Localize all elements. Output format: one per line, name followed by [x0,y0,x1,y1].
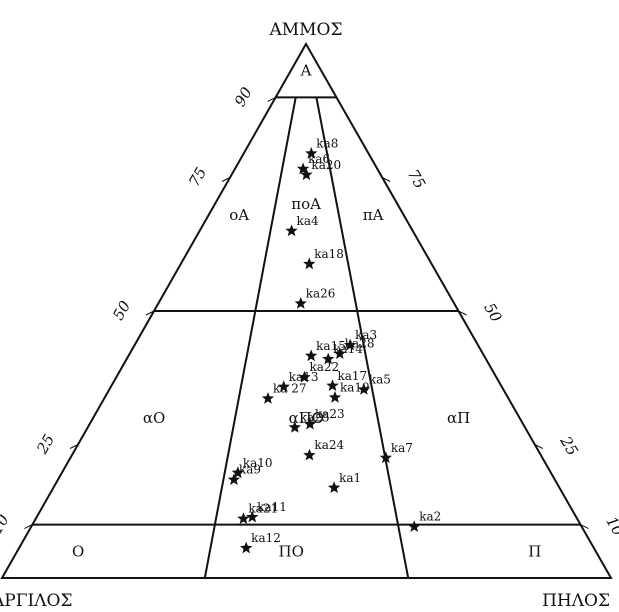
sample-point-star [240,541,253,554]
sample-point-star [288,420,301,433]
sample-point-star [285,224,298,237]
sample-point-label: ka24 [314,438,344,452]
sample-point-star [277,380,290,393]
sample-point-star [303,417,317,430]
region-label: αΟ [143,409,165,427]
region-label: πΑ [363,206,384,224]
sample-points: ka8ka6ka20ka4ka18ka26ka15ka14ka28ka3ka17… [227,136,441,554]
sample-point-label: ka25 [300,410,330,424]
sample-point-star [379,451,392,464]
sample-point-star [326,379,339,391]
sample-point-star [261,392,275,404]
right-tick-label: 75 [404,166,429,192]
left-tick-mark [145,310,155,316]
right-tick-mark [382,177,391,182]
sample-point-star [305,147,318,159]
corner-label-right: ΠΗΛΟΣ [542,591,610,611]
sample-point-star [357,383,371,395]
sample-point-star [227,473,241,485]
sample-point-star [231,466,245,479]
sample-point-label: ka21 [248,502,278,516]
sample-point-label: ka12 [251,531,281,545]
sample-point-label: ka1 [339,471,361,485]
sample-point-star [294,297,307,309]
sample-point-star [333,347,346,359]
sample-point-label: ka23 [315,407,345,421]
region-label: Α [300,62,312,80]
sample-point-label: ka 27 [273,382,307,396]
sample-point-label: ka7 [391,441,413,455]
sample-point-label: ka19 [340,381,370,395]
sample-point-label: ka2 [419,510,441,524]
right-tick-label: 25 [556,432,582,458]
left-tick-label: 50 [109,297,134,323]
left-tick-mark [69,444,79,449]
region-label: οΑ [229,206,249,224]
sample-point-label: ka13 [289,370,319,384]
left-tick-mark [221,177,231,182]
left-tick-label: 10 [0,511,13,537]
sample-point-star [327,481,341,493]
sample-point-label: ka11 [257,500,287,514]
corner-label-left: ΑΡΓΙΛΟΣ [0,591,72,611]
right-tick-mark [534,444,543,449]
sample-point-star [343,338,357,351]
divider-right [315,97,410,579]
sample-point-label: ka8 [316,136,338,150]
right-tick-mark [458,310,467,316]
sample-point-label: ka22 [309,360,339,374]
sample-point-star [303,448,316,461]
divider-left [203,97,297,579]
sample-point-star [298,370,311,383]
region-label: Π [528,542,541,560]
left-tick-label: 75 [185,164,210,190]
sample-point-star [237,512,250,524]
right-tick-label: 10 [602,513,619,539]
sample-point-label: ka6 [308,152,330,166]
sample-point-label: ka4 [297,214,319,228]
sample-point-label: ka26 [306,287,336,301]
sample-point-label: ka9 [239,463,261,477]
sample-point-star [408,520,421,532]
left-tick-label: 25 [33,431,59,457]
sample-point-label: ka5 [369,372,391,386]
sample-point-label: ka3 [355,328,377,342]
left-tick-mark [267,96,276,102]
region-label: αΠ [447,409,470,427]
sample-point-star [300,168,313,181]
right-tick-mark [580,524,589,530]
sample-point-star [246,510,259,523]
sample-point-star [296,162,310,175]
region-label: ΠΟ [279,542,304,560]
sample-point-label: ka10 [243,456,273,470]
sample-point-star [328,391,342,403]
sample-point-label: ka20 [311,158,341,172]
sample-point-label: ka15 [316,339,346,353]
left-tick-mark [24,524,33,530]
sample-point-star [305,349,318,362]
right-tick-label: 50 [480,300,505,326]
sample-point-label: ka17 [338,369,368,383]
corner-label-top: ΑΜΜΟΣ [268,20,342,40]
region-label: πoΑ [291,195,321,213]
sample-point-star [322,352,335,365]
sample-point-star [303,257,316,270]
left-tick-label: 90 [231,84,256,110]
sample-point-label: ka18 [314,247,344,261]
region-label: Ο [72,542,84,560]
class-boundaries [0,41,613,579]
